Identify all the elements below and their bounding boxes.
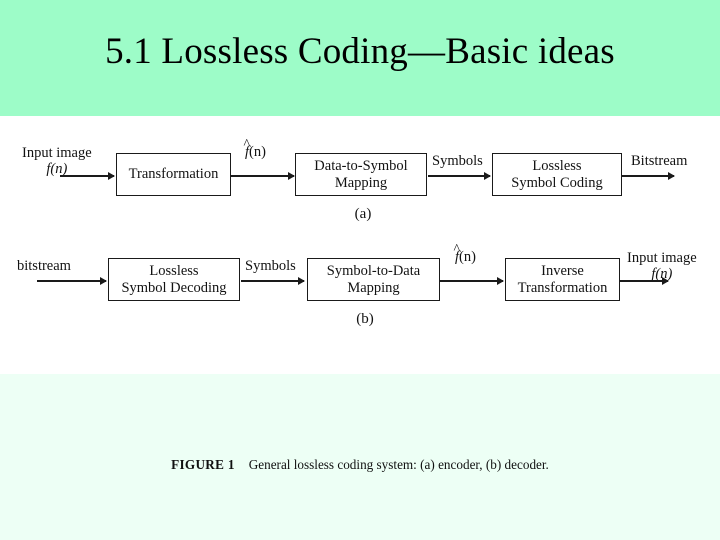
figure-caption-text: General lossless coding system: (a) enco… xyxy=(248,457,549,472)
decoder-arrow-2 xyxy=(440,280,503,282)
box-lossless-symbol-decoding-line1: Lossless xyxy=(149,263,199,280)
fhat-accent: ^ xyxy=(243,135,250,151)
box-lossless-symbol-coding-label: Lossless Symbol Coding xyxy=(511,158,602,190)
box-lossless-symbol-coding-line2: Symbol Coding xyxy=(511,174,603,191)
title-band: 5.1 Lossless Coding—Basic ideas xyxy=(0,0,720,116)
box-lossless-symbol-coding: Lossless Symbol Coding xyxy=(492,153,622,196)
encoder-input-label-line1: Input image xyxy=(22,145,92,161)
box-symbol-to-data-mapping-label: Symbol-to-Data Mapping xyxy=(327,263,420,295)
box-symbol-to-data-mapping-line1: Symbol-to-Data xyxy=(326,263,421,280)
box-symbol-to-data-mapping-line2: Mapping xyxy=(347,279,400,296)
box-data-to-symbol-mapping: Data-to-Symbol Mapping xyxy=(295,153,427,196)
encoder-row: Input image f(n) Transformation ^f(n) Da… xyxy=(0,137,720,224)
encoder-sublabel: (a) xyxy=(354,206,372,222)
box-inverse-transformation-label: Inverse Transformation xyxy=(518,263,608,295)
box-lossless-symbol-decoding-line2: Symbol Decoding xyxy=(121,279,227,296)
fhat-symbol-2: ^f xyxy=(453,242,460,265)
box-symbol-to-data-mapping: Symbol-to-Data Mapping xyxy=(307,258,440,301)
decoder-label-symbols: Symbols xyxy=(245,258,296,274)
box-inverse-transformation: Inverse Transformation xyxy=(505,258,620,301)
box-lossless-symbol-decoding: Lossless Symbol Decoding xyxy=(108,258,240,301)
encoder-label-fhat: ^f(n) xyxy=(243,137,266,160)
fhat-accent-2: ^ xyxy=(453,240,460,256)
encoder-arrow-2 xyxy=(428,175,490,177)
lower-tint-band xyxy=(0,374,720,540)
decoder-arrow-output xyxy=(620,280,668,282)
encoder-arrow-output xyxy=(622,175,674,177)
fhat-base: f xyxy=(245,144,250,160)
decoder-arrow-1 xyxy=(241,280,304,282)
encoder-label-symbols: Symbols xyxy=(432,153,483,169)
box-data-to-symbol-mapping-line2: Mapping xyxy=(334,174,388,191)
box-lossless-symbol-coding-line1: Lossless xyxy=(532,158,582,175)
decoder-label-fhat: ^f(n) xyxy=(453,242,476,265)
box-transformation-label: Transformation xyxy=(128,166,219,183)
encoder-output-label: Bitstream xyxy=(631,153,688,169)
decoder-arrow-input xyxy=(37,280,106,282)
figure-caption: FIGURE 1 General lossless coding system: … xyxy=(0,457,720,473)
box-transformation: Transformation xyxy=(116,153,231,196)
decoder-input-label: bitstream xyxy=(17,258,71,274)
encoder-input-label-line2: f(n) xyxy=(46,161,68,178)
decoder-row: bitstream Lossless Symbol Decoding Symbo… xyxy=(0,242,720,329)
encoder-arrow-1 xyxy=(231,175,294,177)
decoder-output-label-line1: Input image xyxy=(627,250,697,266)
fhat-symbol: ^f xyxy=(243,137,250,160)
encoder-arrow-input xyxy=(60,175,114,177)
box-lossless-symbol-decoding-label: Lossless Symbol Decoding xyxy=(121,263,226,295)
box-inverse-transformation-line1: Inverse xyxy=(541,263,584,280)
figure-block-diagram: Input image f(n) Transformation ^f(n) Da… xyxy=(0,116,720,472)
box-inverse-transformation-line2: Transformation xyxy=(517,279,608,296)
decoder-sublabel: (b) xyxy=(356,311,374,327)
box-data-to-symbol-mapping-line1: Data-to-Symbol xyxy=(314,158,408,175)
encoder-input-label: Input image f(n) xyxy=(22,145,92,177)
figure-number: FIGURE 1 xyxy=(171,457,235,472)
fhat-base-2: f xyxy=(455,249,460,265)
box-data-to-symbol-mapping-label: Data-to-Symbol Mapping xyxy=(314,158,407,190)
fhat-suffix: (n) xyxy=(249,144,266,160)
fhat-suffix-2: (n) xyxy=(459,249,476,265)
page-title: 5.1 Lossless Coding—Basic ideas xyxy=(105,31,615,72)
